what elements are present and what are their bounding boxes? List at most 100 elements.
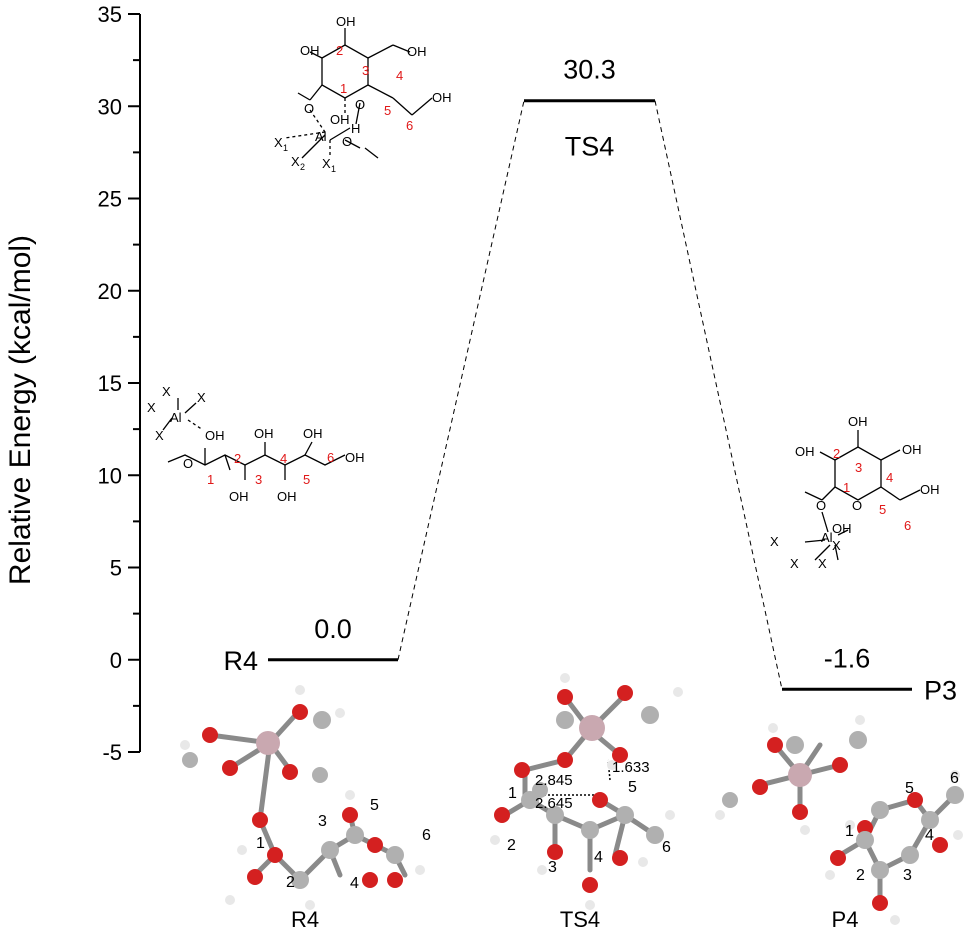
svg-text:X: X <box>818 556 827 571</box>
state-label-r4: R4 <box>223 646 258 676</box>
y-axis-label: Relative Energy (kcal/mol) <box>4 235 37 585</box>
connector-0 <box>397 100 525 660</box>
svg-text:O: O <box>355 97 365 112</box>
svg-text:1: 1 <box>256 835 265 852</box>
y-tick-label: -5 <box>102 740 122 765</box>
svg-text:OH: OH <box>254 426 274 441</box>
svg-text:6: 6 <box>327 450 334 465</box>
svg-text:X: X <box>770 534 779 549</box>
state-label-ts4: TS4 <box>565 132 615 162</box>
svg-text:X: X <box>832 538 841 553</box>
svg-text:OH: OH <box>832 521 852 536</box>
svg-text:4: 4 <box>925 827 934 844</box>
svg-text:OH: OH <box>205 428 225 443</box>
product-ring-labels: OH OH OH OH O O Al OH X X X X 1 2 3 4 5 … <box>770 414 940 571</box>
svg-text:2: 2 <box>856 867 865 884</box>
svg-text:O: O <box>183 456 193 471</box>
svg-text:5: 5 <box>905 780 914 797</box>
y-tick-label: 25 <box>98 187 122 212</box>
y-tick-label: 15 <box>98 371 122 396</box>
svg-text:3: 3 <box>255 472 262 487</box>
svg-text:OH: OH <box>303 426 323 441</box>
product-ring-scheme <box>804 430 921 561</box>
svg-text:O: O <box>852 498 862 513</box>
svg-text:6: 6 <box>904 518 911 533</box>
svg-text:X: X <box>197 390 206 405</box>
svg-text:1: 1 <box>843 480 850 495</box>
svg-text:6: 6 <box>422 827 431 844</box>
svg-text:OH: OH <box>848 414 868 429</box>
energy-value-r4: 0.0 <box>314 614 352 644</box>
svg-text:X: X <box>155 428 164 443</box>
svg-text:6: 6 <box>950 770 959 787</box>
svg-text:OH: OH <box>330 112 350 127</box>
y-tick-label: 0 <box>110 648 122 673</box>
ts-ring-labels: OH OH OH OH O O OH H O Al X 1 X 2 X 1 1 … <box>274 14 452 174</box>
svg-text:X: X <box>790 556 799 571</box>
svg-text:1: 1 <box>845 823 854 840</box>
energy-value-p3: -1.6 <box>824 643 871 673</box>
svg-text:6: 6 <box>406 118 413 133</box>
svg-text:4: 4 <box>350 875 359 892</box>
svg-text:2.845: 2.845 <box>535 772 573 789</box>
svg-text:5: 5 <box>384 103 391 118</box>
svg-text:OH: OH <box>277 489 297 504</box>
svg-text:H: H <box>351 121 360 136</box>
svg-text:2: 2 <box>286 874 295 891</box>
svg-text:3: 3 <box>548 859 557 876</box>
connector-1 <box>654 100 783 690</box>
energy-value-ts4: 30.3 <box>563 55 616 85</box>
svg-text:2: 2 <box>833 446 840 461</box>
svg-text:O: O <box>816 498 826 513</box>
svg-text:2.645: 2.645 <box>535 795 573 812</box>
svg-text:OH: OH <box>432 90 452 105</box>
svg-text:O: O <box>304 101 314 116</box>
svg-text:X: X <box>147 400 156 415</box>
y-tick-label: 20 <box>98 279 122 304</box>
svg-text:1: 1 <box>508 785 517 802</box>
svg-text:OH: OH <box>920 482 940 497</box>
svg-text:OH: OH <box>229 489 249 504</box>
svg-text:OH: OH <box>795 444 815 459</box>
svg-text:3: 3 <box>903 867 912 884</box>
state-label-p3: P3 <box>924 675 957 705</box>
ts4-3d-structure: 1 2 3 4 5 6 2.845 2.645 1.633 <box>490 673 683 910</box>
svg-text:3: 3 <box>362 63 369 78</box>
svg-text:X: X <box>274 135 283 150</box>
svg-text:4: 4 <box>594 849 603 866</box>
svg-text:X: X <box>291 154 300 169</box>
svg-text:Al: Al <box>821 530 833 545</box>
svg-text:OH: OH <box>336 14 356 29</box>
ts-ring-scheme <box>284 28 433 159</box>
svg-text:1: 1 <box>340 81 347 96</box>
svg-text:1: 1 <box>283 143 288 153</box>
structure-label-ts4: TS4 <box>560 907 600 932</box>
svg-text:5: 5 <box>370 797 379 814</box>
r4-3d-structure: 1 2 3 4 5 6 <box>180 685 431 910</box>
svg-text:2: 2 <box>300 162 305 172</box>
svg-text:5: 5 <box>303 472 310 487</box>
svg-text:Al: Al <box>315 129 327 144</box>
svg-text:1.633: 1.633 <box>612 759 650 776</box>
svg-text:2: 2 <box>507 837 516 854</box>
svg-text:4: 4 <box>396 68 403 83</box>
structure-label-r4: R4 <box>291 907 319 932</box>
svg-text:3: 3 <box>318 813 327 830</box>
svg-text:1: 1 <box>207 472 214 487</box>
svg-text:5: 5 <box>628 779 637 796</box>
svg-text:OH: OH <box>407 44 427 59</box>
svg-text:OH: OH <box>902 442 922 457</box>
svg-text:X: X <box>322 156 331 171</box>
y-tick-label: 35 <box>98 2 122 27</box>
svg-text:4: 4 <box>280 451 287 466</box>
svg-text:Al: Al <box>170 410 182 425</box>
svg-text:X: X <box>162 384 171 399</box>
svg-text:OH: OH <box>300 43 320 58</box>
y-tick-label: 30 <box>98 94 122 119</box>
open-chain-scheme <box>162 398 346 480</box>
svg-text:OH: OH <box>345 450 365 465</box>
svg-text:2: 2 <box>234 451 241 466</box>
